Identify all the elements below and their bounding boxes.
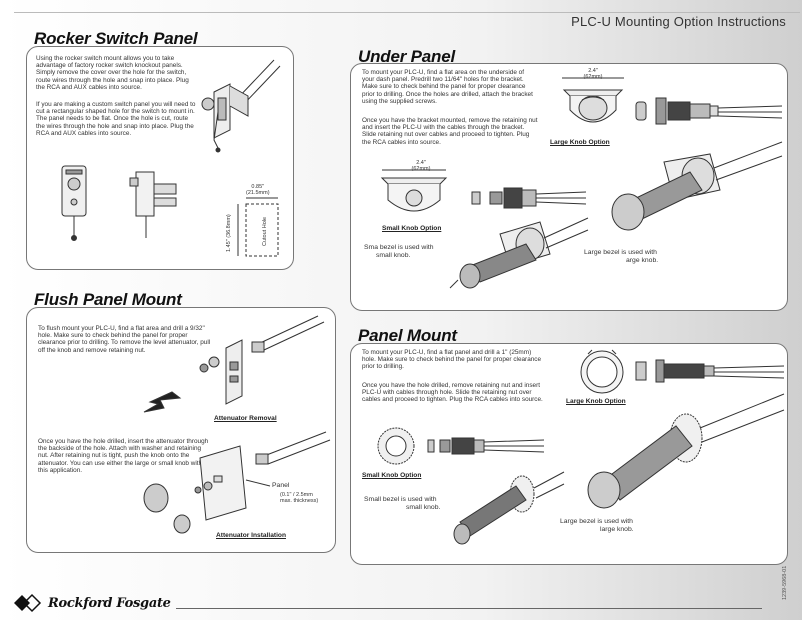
- cutout-label-text: Cutout Hole: [262, 216, 268, 246]
- part-number: 1239-5968-01: [782, 565, 788, 600]
- small-knob-exploded-view: [470, 180, 590, 216]
- rocker-panel: [26, 46, 294, 270]
- panel-mount-large-exploded: [634, 356, 786, 386]
- flush-paragraph-1: To flush mount your PLC-U, find a flat a…: [38, 325, 211, 354]
- rocker-side-view: [126, 164, 182, 244]
- under-large-knob-label: Large Knob Option: [550, 139, 610, 146]
- footer-rule: [176, 608, 762, 609]
- rocker-front-view: [54, 162, 94, 244]
- under-small-knob-label: Small Knob Option: [382, 225, 442, 232]
- flush-paragraph-2: Once you have the hole drilled, insert t…: [38, 438, 209, 474]
- panel-mount-heading: Panel Mount: [358, 326, 457, 345]
- panel-mount-small-bezel-callout: Small bezel is used with small knob.: [364, 496, 440, 512]
- panel-mount-large-bezel-line-1: Large bezel is used with: [560, 518, 633, 525]
- rocker-height-mm: (36.8mm): [226, 214, 232, 238]
- under-large-bezel-line-1: Large bezel is used with: [584, 249, 657, 256]
- document-title: PLC-U Mounting Option Instructions: [571, 14, 786, 29]
- panel-mount-large-bezel-callout: Large bezel is used with large knob.: [560, 518, 634, 534]
- large-bracket-illustration: [556, 76, 630, 136]
- panel-mount-small-bezel-line-2: small knob.: [406, 504, 441, 511]
- small-bracket-illustration: [376, 168, 452, 222]
- rocker-switch-illustration: [196, 52, 292, 162]
- cutout-dimension-diagram: [226, 196, 286, 262]
- under-large-dim-value: 2.4": [588, 68, 598, 74]
- panel-thickness-line-2: max. thickness): [280, 498, 319, 504]
- panel-mount-small-knob-label: Small Knob Option: [362, 472, 422, 479]
- under-small-dimension: 2.4" (62mm): [396, 160, 446, 172]
- large-bezel-ring: [576, 346, 628, 396]
- panel-mount-large-knob-label: Large Knob Option: [566, 398, 626, 405]
- under-small-bezel-line-1: Sma bezel is used with: [364, 244, 434, 251]
- attenuator-installation-label: Attenuator Installation: [216, 532, 286, 539]
- panel-mount-paragraph-2: Once you have the hole drilled, remove r…: [362, 382, 543, 404]
- panel-mount-large-bezel-line-2: large knob.: [600, 526, 634, 533]
- attenuator-removal-illustration: [138, 312, 334, 418]
- attenuator-installation-illustration: [140, 428, 336, 532]
- flush-panel: [26, 307, 336, 553]
- under-large-dim-mm: (62mm): [583, 74, 603, 80]
- rocker-height-value: 1.45": [226, 239, 232, 252]
- under-large-bezel-line-2: arge knob.: [626, 257, 659, 264]
- under-small-bezel-line-2: small knob.: [376, 252, 411, 259]
- rocker-width-dimension: 0.85" (21.5mm): [246, 184, 270, 196]
- brand-logo: Rockford Fosgate: [12, 592, 171, 614]
- panel-mount-panel: [350, 343, 788, 565]
- brand-wordmark: Rockford Fosgate: [48, 595, 171, 611]
- panel-mount-small-exploded: [426, 434, 546, 458]
- small-bezel-ring: [374, 424, 418, 468]
- panel-mount-small-assembly: [446, 458, 566, 548]
- panel-mount-small-bezel-line-1: Small bezel is used with: [364, 496, 437, 503]
- rocker-paragraph-1: Using the rocker switch mount allows you…: [36, 55, 189, 91]
- under-large-dimension: 2.4" (62mm): [568, 68, 618, 80]
- panel-label: Panel: [272, 482, 290, 489]
- header-rule: [14, 12, 800, 13]
- panel-thickness: (0.1" / 2.5mm max. thickness): [280, 492, 318, 504]
- under-paragraph-1: To mount your PLC-U, find a flat area on…: [362, 69, 533, 105]
- under-small-assembly: [440, 214, 590, 304]
- under-large-bezel-callout: Large bezel is used with arge knob.: [584, 249, 658, 265]
- rocker-width-value: 0.85": [251, 184, 265, 190]
- panel-mount-large-assembly: [580, 404, 786, 514]
- panel-thickness-line-1: (0.1" / 2.5mm: [280, 492, 313, 498]
- under-large-assembly: [598, 150, 784, 240]
- under-panel-heading: Under Panel: [358, 47, 455, 66]
- rocker-heading: Rocker Switch Panel: [34, 29, 198, 48]
- brand-emblem-icon: [14, 593, 42, 613]
- under-small-dim-mm: (62mm): [411, 166, 431, 172]
- under-paragraph-2: Once you have the bracket mounted, remov…: [362, 117, 538, 146]
- flush-heading: Flush Panel Mount: [34, 290, 182, 309]
- attenuator-removal-label: Attenuator Removal: [214, 415, 277, 422]
- rocker-paragraph-2: If you are making a custom switch panel …: [36, 101, 196, 137]
- rocker-width-mm: (21.5mm): [246, 190, 270, 196]
- under-small-dim-value: 2.4": [416, 160, 426, 166]
- under-small-bezel-callout: Sma bezel is used with small knob.: [364, 244, 434, 260]
- large-knob-exploded-view: [634, 92, 784, 132]
- panel-mount-paragraph-1: To mount your PLC-U, find a flat panel a…: [362, 349, 542, 371]
